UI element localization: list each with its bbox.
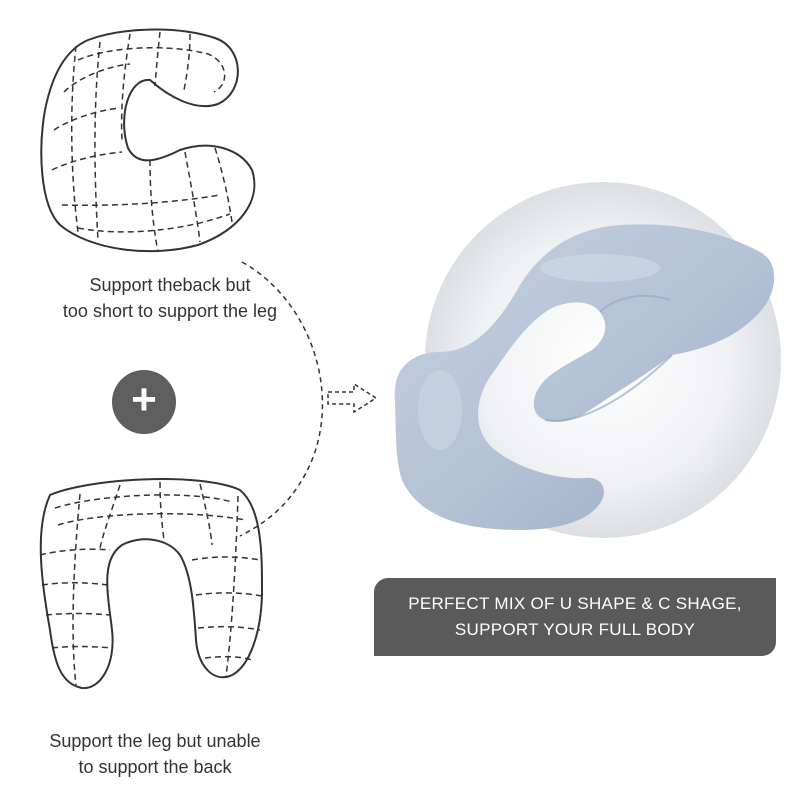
c-shape-caption-line1: Support theback but: [89, 275, 251, 295]
plus-icon: +: [112, 370, 176, 434]
arrow-right-icon: [327, 382, 378, 414]
u-pillow-icon: [39, 478, 264, 690]
c-shape-caption: Support theback but too short to support…: [20, 272, 320, 324]
combined-pillow-image: [394, 224, 775, 530]
u-shape-caption: Support the leg but unable to support th…: [0, 728, 310, 780]
banner-line1: PERFECT MIX OF U SHAPE & C SHAGE,: [408, 594, 742, 613]
c-shape-caption-line2: too short to support the leg: [62, 301, 278, 321]
banner-line2: SUPPORT YOUR FULL BODY: [454, 620, 696, 639]
u-shape-caption-line1: Support the leg but unable: [49, 731, 261, 751]
feature-banner: PERFECT MIX OF U SHAPE & C SHAGE, SUPPOR…: [374, 578, 776, 656]
c-pillow-icon: [40, 28, 256, 253]
u-shape-caption-line2: to support the back: [78, 757, 232, 777]
plus-symbol: +: [131, 375, 157, 424]
